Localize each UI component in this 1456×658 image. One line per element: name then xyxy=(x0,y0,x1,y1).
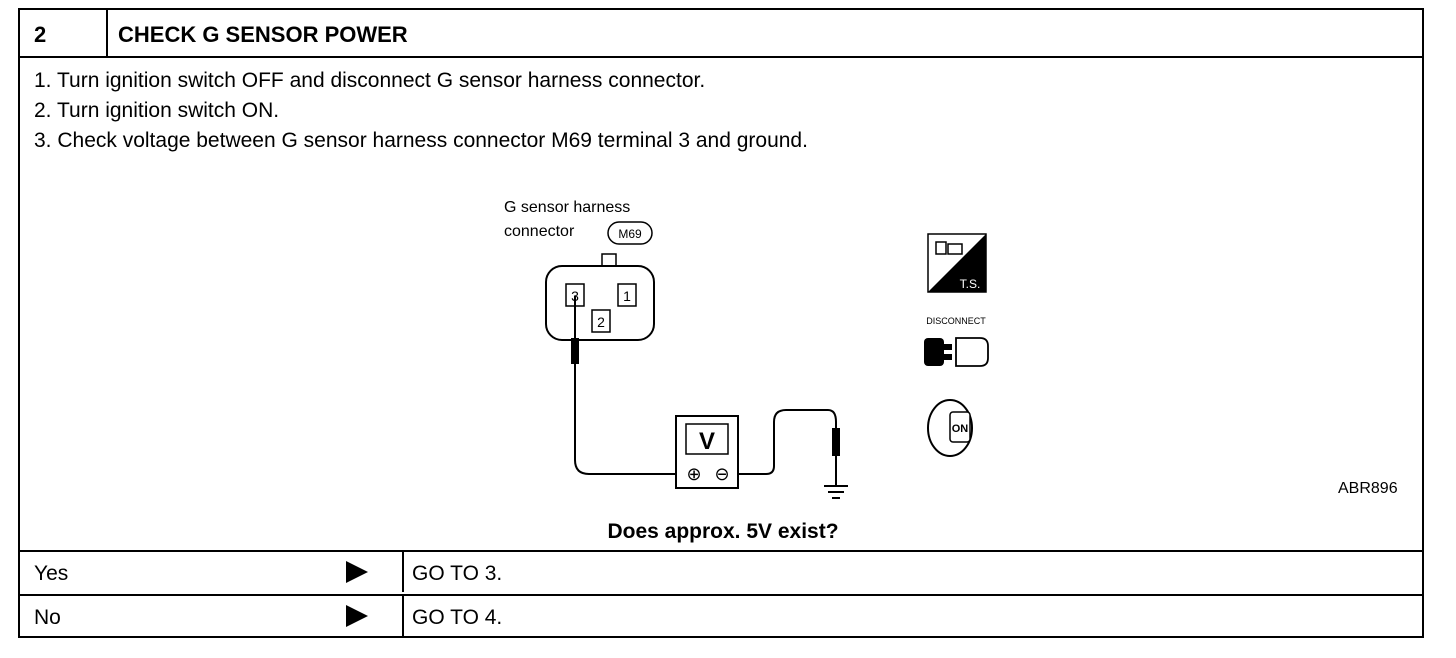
step-title: CHECK G SENSOR POWER xyxy=(118,22,408,47)
instruction-step: 2. Turn ignition switch ON. xyxy=(34,99,280,122)
ts-label: T.S. xyxy=(960,277,981,291)
procedure-table: 2 CHECK G SENSOR POWER 1. Turn ignition … xyxy=(18,8,1424,638)
answer-label: No xyxy=(34,606,61,629)
ignition-on-label: ON xyxy=(952,423,969,435)
arrow-right-icon xyxy=(346,605,368,627)
connector-id-badge xyxy=(607,221,653,245)
instruction-step: 3. Check voltage between G sensor harnes… xyxy=(34,129,808,152)
connector-label: connector xyxy=(504,223,575,240)
connector-latch xyxy=(601,253,617,267)
disconnect-icon: DISCONNECT xyxy=(924,316,989,367)
voltmeter-symbol: V xyxy=(699,428,715,455)
answer-action: GO TO 3. xyxy=(412,562,503,585)
ground-icon xyxy=(824,485,848,499)
plus-terminal-icon: ⊕ xyxy=(686,464,701,485)
column-divider xyxy=(402,552,404,592)
terminal-2 xyxy=(591,309,611,333)
figure-reference: ABR896 xyxy=(1338,480,1398,497)
check-question: Does approx. 5V exist? xyxy=(607,520,839,543)
procedure-header: 2 CHECK G SENSOR POWER xyxy=(20,10,1422,58)
terminal-label: 1 xyxy=(623,288,631,304)
connector-id: M69 xyxy=(618,227,642,241)
positive-probe xyxy=(571,338,579,364)
ignition-on-icon: ON xyxy=(927,399,973,457)
arrow-right-icon xyxy=(346,561,368,583)
probe-wire-negative xyxy=(738,409,837,475)
tool-set-icon: T.S. xyxy=(927,233,987,293)
step-number: 2 xyxy=(20,10,108,56)
result-row-yes: Yes GO TO 3. xyxy=(20,550,1422,592)
wiring-diagram: G sensor harness connector M69 3 1 2 V ⊕… xyxy=(504,199,989,499)
result-row-no: No GO TO 4. xyxy=(20,594,1422,636)
answer-label: Yes xyxy=(34,562,69,585)
column-divider xyxy=(402,596,404,636)
instruction-step: 1. Turn ignition switch OFF and disconne… xyxy=(34,69,706,92)
terminal-1 xyxy=(617,283,637,307)
connector-label: G sensor harness xyxy=(504,199,630,216)
instruction-list: 1. Turn ignition switch OFF and disconne… xyxy=(34,66,808,156)
disconnect-label: DISCONNECT xyxy=(926,316,986,326)
voltmeter-display xyxy=(685,423,729,455)
terminal-label: 2 xyxy=(597,314,605,330)
minus-terminal-icon: ⊖ xyxy=(714,464,729,485)
answer-action: GO TO 4. xyxy=(412,606,503,629)
negative-probe xyxy=(832,428,840,456)
